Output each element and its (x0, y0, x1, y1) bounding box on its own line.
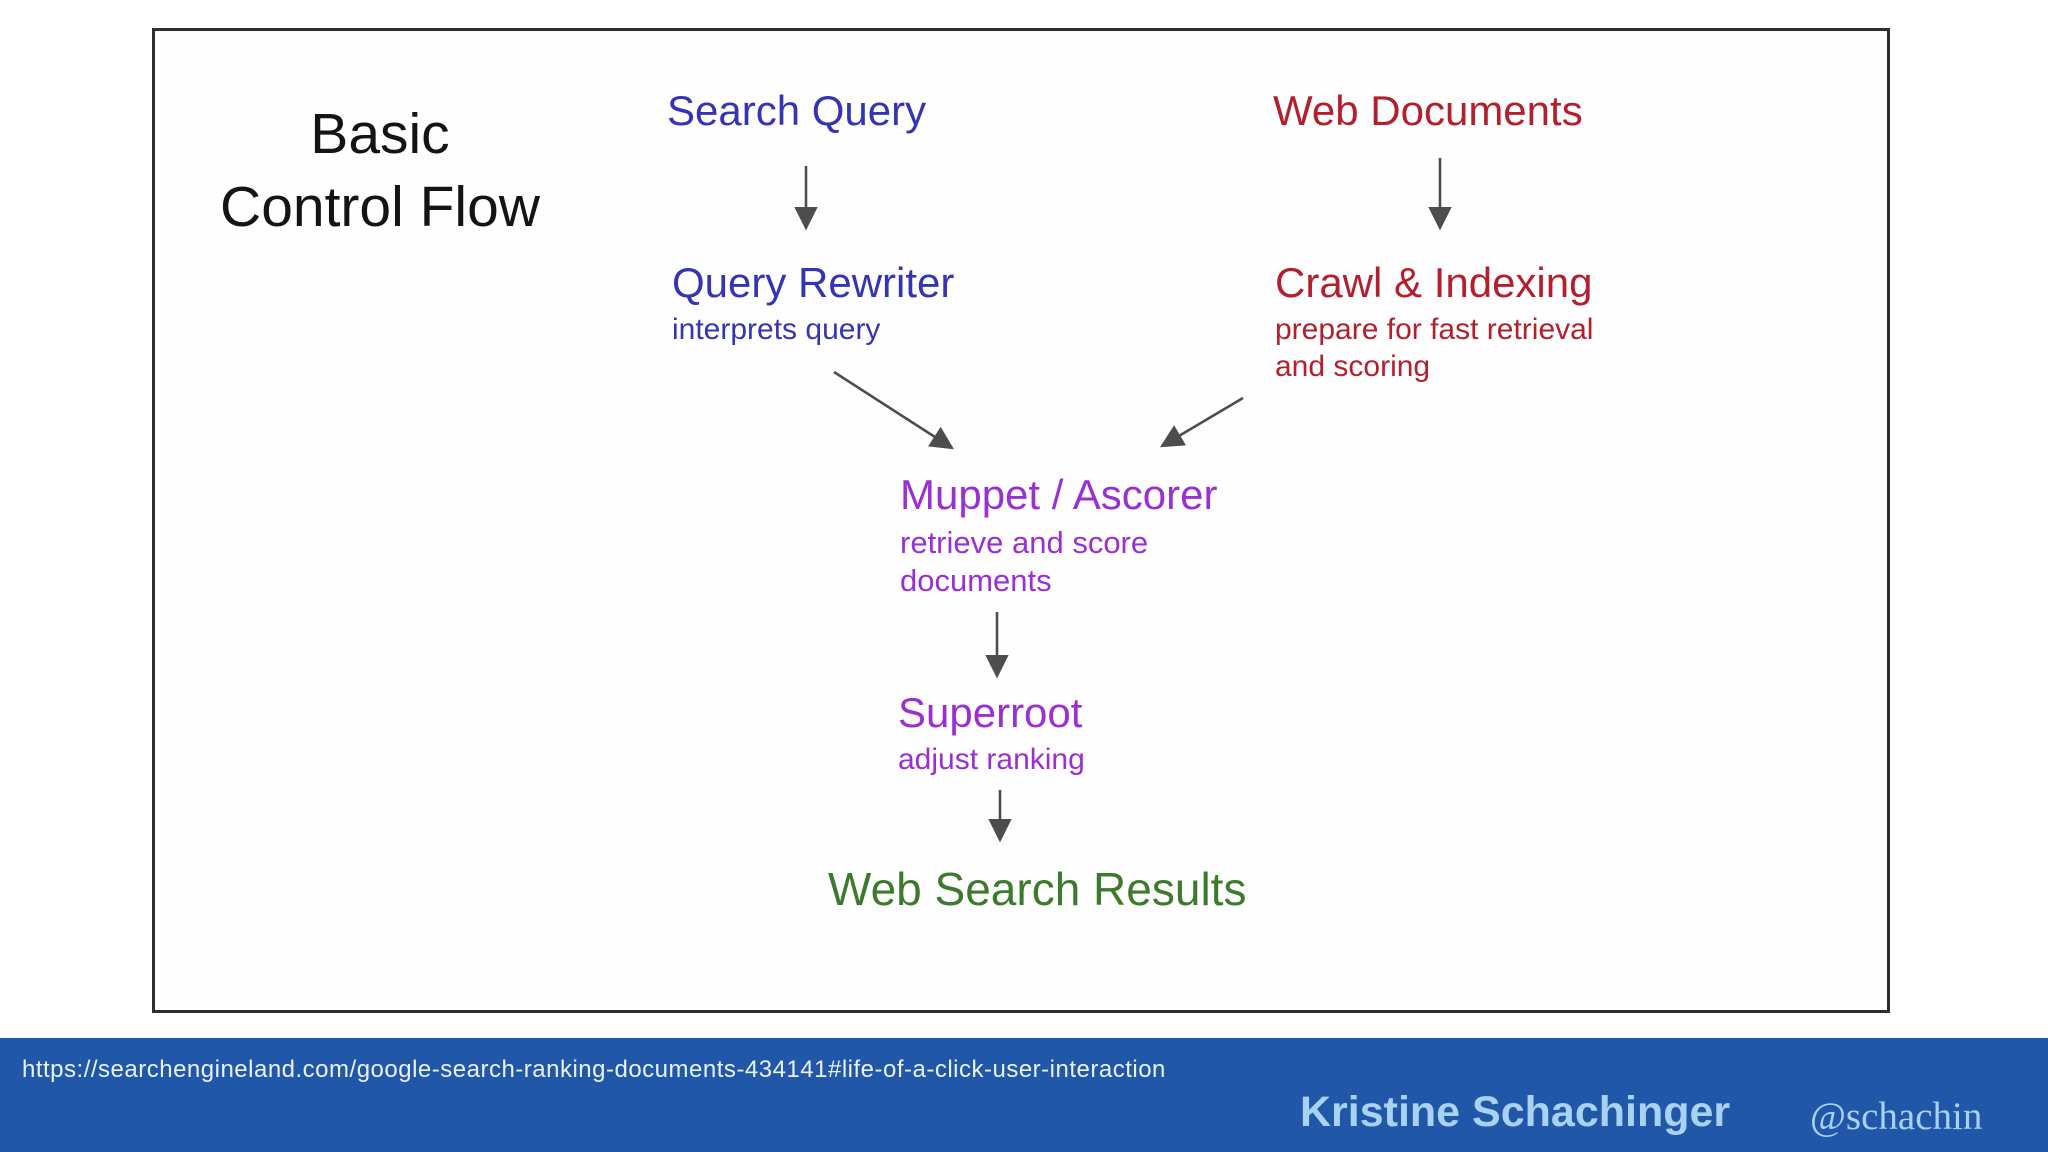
crawl-indexing-label: Crawl & Indexing (1275, 259, 1593, 306)
twitter-handle: @schachin (1810, 1095, 1983, 1138)
node-web-search-results: Web Search Results (828, 864, 1246, 915)
muppet-ascorer-label: Muppet / Ascorer (900, 471, 1218, 518)
superroot-subtitle: adjust ranking (898, 743, 1085, 777)
node-search-query: Search Query (667, 87, 927, 134)
source-url-text: https://searchengineland.com/google-sear… (22, 1056, 1166, 1083)
crawl-indexing-subtitle: prepare for fast retrieval and scoring (1275, 313, 1594, 383)
node-superroot: Superroot adjust ranking (898, 689, 1085, 779)
web-documents-label: Web Documents (1273, 87, 1583, 134)
node-crawl-indexing: Crawl & Indexing prepare for fast retrie… (1275, 259, 1594, 385)
footer-bar: https://searchengineland.com/google-sear… (0, 1038, 2048, 1152)
node-query-rewriter: Query Rewriter interprets query (672, 259, 955, 349)
author-name: Kristine Schachinger (1300, 1088, 1731, 1136)
web-search-results-label: Web Search Results (828, 863, 1247, 915)
muppet-ascorer-subtitle: retrieve and score documents (900, 525, 1149, 598)
node-muppet-ascorer: Muppet / Ascorer retrieve and score docu… (900, 471, 1218, 600)
search-query-label: Search Query (667, 87, 927, 134)
node-web-documents: Web Documents (1273, 87, 1583, 134)
query-rewriter-label: Query Rewriter (672, 259, 955, 306)
superroot-label: Superroot (898, 689, 1083, 736)
query-rewriter-subtitle: interprets query (672, 313, 881, 347)
slide-title: Basic Control Flow (220, 102, 540, 239)
diagram-border-box (152, 28, 1890, 1013)
